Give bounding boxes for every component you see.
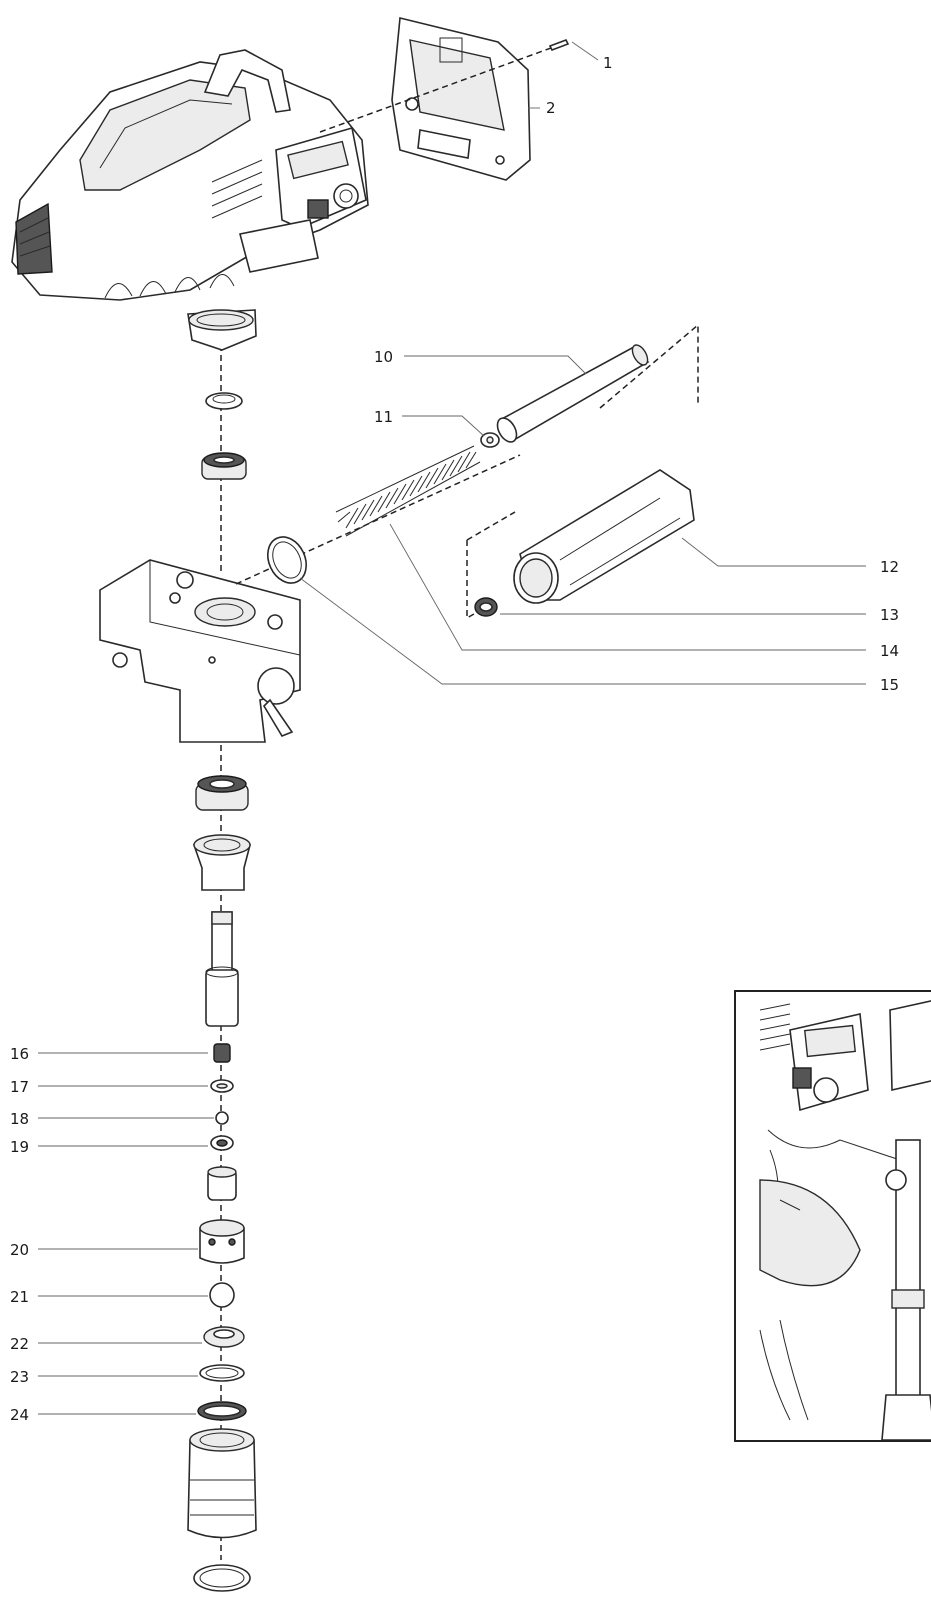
bottom-oring: [193, 1564, 251, 1592]
callout-21: 21: [10, 1288, 29, 1306]
screw: [548, 38, 570, 52]
cylinder-sleeve: [192, 834, 252, 891]
control-panel: [275, 126, 367, 229]
filter-oring: [266, 536, 308, 584]
base-feet: [104, 274, 235, 299]
filter-element: [474, 597, 498, 617]
callout-19: 19: [10, 1138, 29, 1156]
top-nut: [187, 309, 257, 351]
callout-1: 1: [603, 54, 613, 72]
callout-13: 13: [880, 606, 899, 624]
callout-11: 11: [374, 408, 393, 426]
carry-handle: [203, 49, 291, 113]
callout-20: 20: [10, 1241, 29, 1259]
callout-12: 12: [880, 558, 899, 576]
callout-18: 18: [10, 1110, 29, 1128]
assembly-line-filter-box: [466, 323, 699, 620]
part-16: [213, 1043, 231, 1063]
piston-rod: [205, 911, 239, 1027]
side-slats: [211, 159, 263, 219]
prime-valve: [257, 667, 295, 705]
part-20: [199, 1219, 245, 1264]
inlet-valve-housing: [187, 1428, 257, 1539]
pump-block: [99, 559, 301, 743]
inset-display: [804, 1024, 856, 1058]
inset-vent: [759, 1003, 791, 1051]
vent-grille: [15, 202, 53, 275]
part-24: [197, 1401, 247, 1421]
callout-15: 15: [880, 676, 899, 694]
motor-housing: [11, 49, 369, 301]
front-mount: [239, 219, 319, 273]
callout-17: 17: [10, 1078, 29, 1096]
callout-14: 14: [880, 642, 899, 660]
filter-rod: [496, 344, 650, 443]
part-21: [209, 1282, 235, 1308]
assembly-line-cover: [319, 43, 563, 133]
inset-switch: [792, 1067, 812, 1089]
callout-23: 23: [10, 1368, 29, 1386]
part-23: [199, 1364, 245, 1382]
callout-24: 24: [10, 1406, 29, 1424]
callout-16: 16: [10, 1045, 29, 1063]
upper-packing: [201, 452, 247, 480]
filter-washer: [480, 432, 500, 448]
display-screen: [287, 140, 349, 180]
part-17: [210, 1079, 234, 1093]
pressure-knob: [333, 183, 359, 209]
callout-10: 10: [374, 348, 393, 366]
leader-lines: [38, 41, 866, 1415]
part-18: [215, 1111, 229, 1125]
part-19: [210, 1135, 234, 1151]
callout-labels: 1 2 10 11 12 13 14 15 16 17 18 19 20 21 …: [10, 54, 899, 1424]
callout-2: 2: [546, 99, 556, 117]
part-22: [203, 1326, 245, 1348]
lower-packing: [195, 775, 249, 811]
foot-valve-cage: [207, 1166, 237, 1201]
washer-seal: [205, 392, 243, 410]
front-cover-plate: [391, 17, 531, 181]
power-switch: [307, 199, 329, 219]
callout-22: 22: [10, 1335, 29, 1353]
filter-housing: [513, 469, 695, 604]
inset-knob: [813, 1077, 839, 1103]
filter-spring: [335, 445, 481, 537]
inset-detail-view: [734, 990, 931, 1442]
